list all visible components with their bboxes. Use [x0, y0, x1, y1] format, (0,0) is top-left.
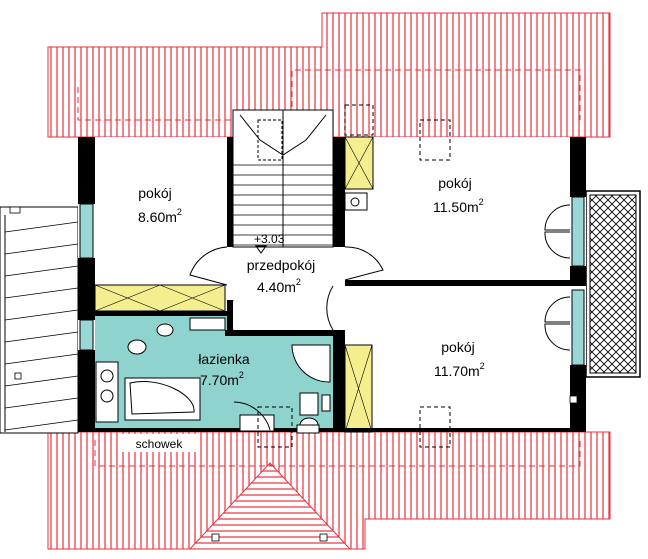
staircase: [232, 109, 334, 248]
right-terrace: [585, 190, 641, 378]
label-room-nw-area: 8.60m2: [138, 207, 182, 225]
balcony-slat: [4, 243, 79, 255]
label-room-nw-name: pokój: [138, 185, 171, 201]
balcony-slat: [4, 287, 79, 299]
balcony-slat: [4, 353, 79, 365]
label-room-se-name: pokój: [441, 339, 474, 355]
windows: [79, 196, 585, 366]
balcony-slat: [4, 221, 79, 233]
label-bath-name: łazienka: [198, 351, 250, 367]
closets: [94, 136, 374, 433]
label-room-ne-name: pokój: [438, 175, 471, 191]
balcony-slat: [4, 397, 79, 409]
balcony-slat: [4, 309, 79, 321]
label-room-se-area: 11.70m2: [434, 361, 485, 379]
roof-bottom: [47, 431, 611, 550]
balcony-slat: [4, 331, 79, 343]
bathroom-fixtures: [95, 192, 368, 434]
label-level-mark: +3.03: [254, 232, 285, 246]
balcony-slat: [4, 375, 79, 387]
level-triangle-icon: [255, 245, 267, 254]
label-bath-area: 7.70m2: [200, 370, 244, 388]
label-hall-name: przedpokój: [247, 257, 316, 273]
label-hall-area: 4.40m2: [257, 277, 301, 295]
balcony-slat: [4, 419, 79, 431]
balcony-doors: [544, 204, 571, 351]
storage-label-bg: [122, 434, 196, 452]
bathroom-door: [233, 401, 271, 431]
roof-top: [47, 12, 611, 138]
label-storage: schowek: [136, 437, 184, 451]
label-room-ne-area: 11.50m2: [433, 197, 484, 215]
hall-doors: [189, 246, 384, 331]
balcony-slat: [4, 265, 79, 277]
left-balcony: [0, 206, 79, 434]
storage-markers: [211, 395, 578, 542]
skylights: [257, 104, 451, 448]
